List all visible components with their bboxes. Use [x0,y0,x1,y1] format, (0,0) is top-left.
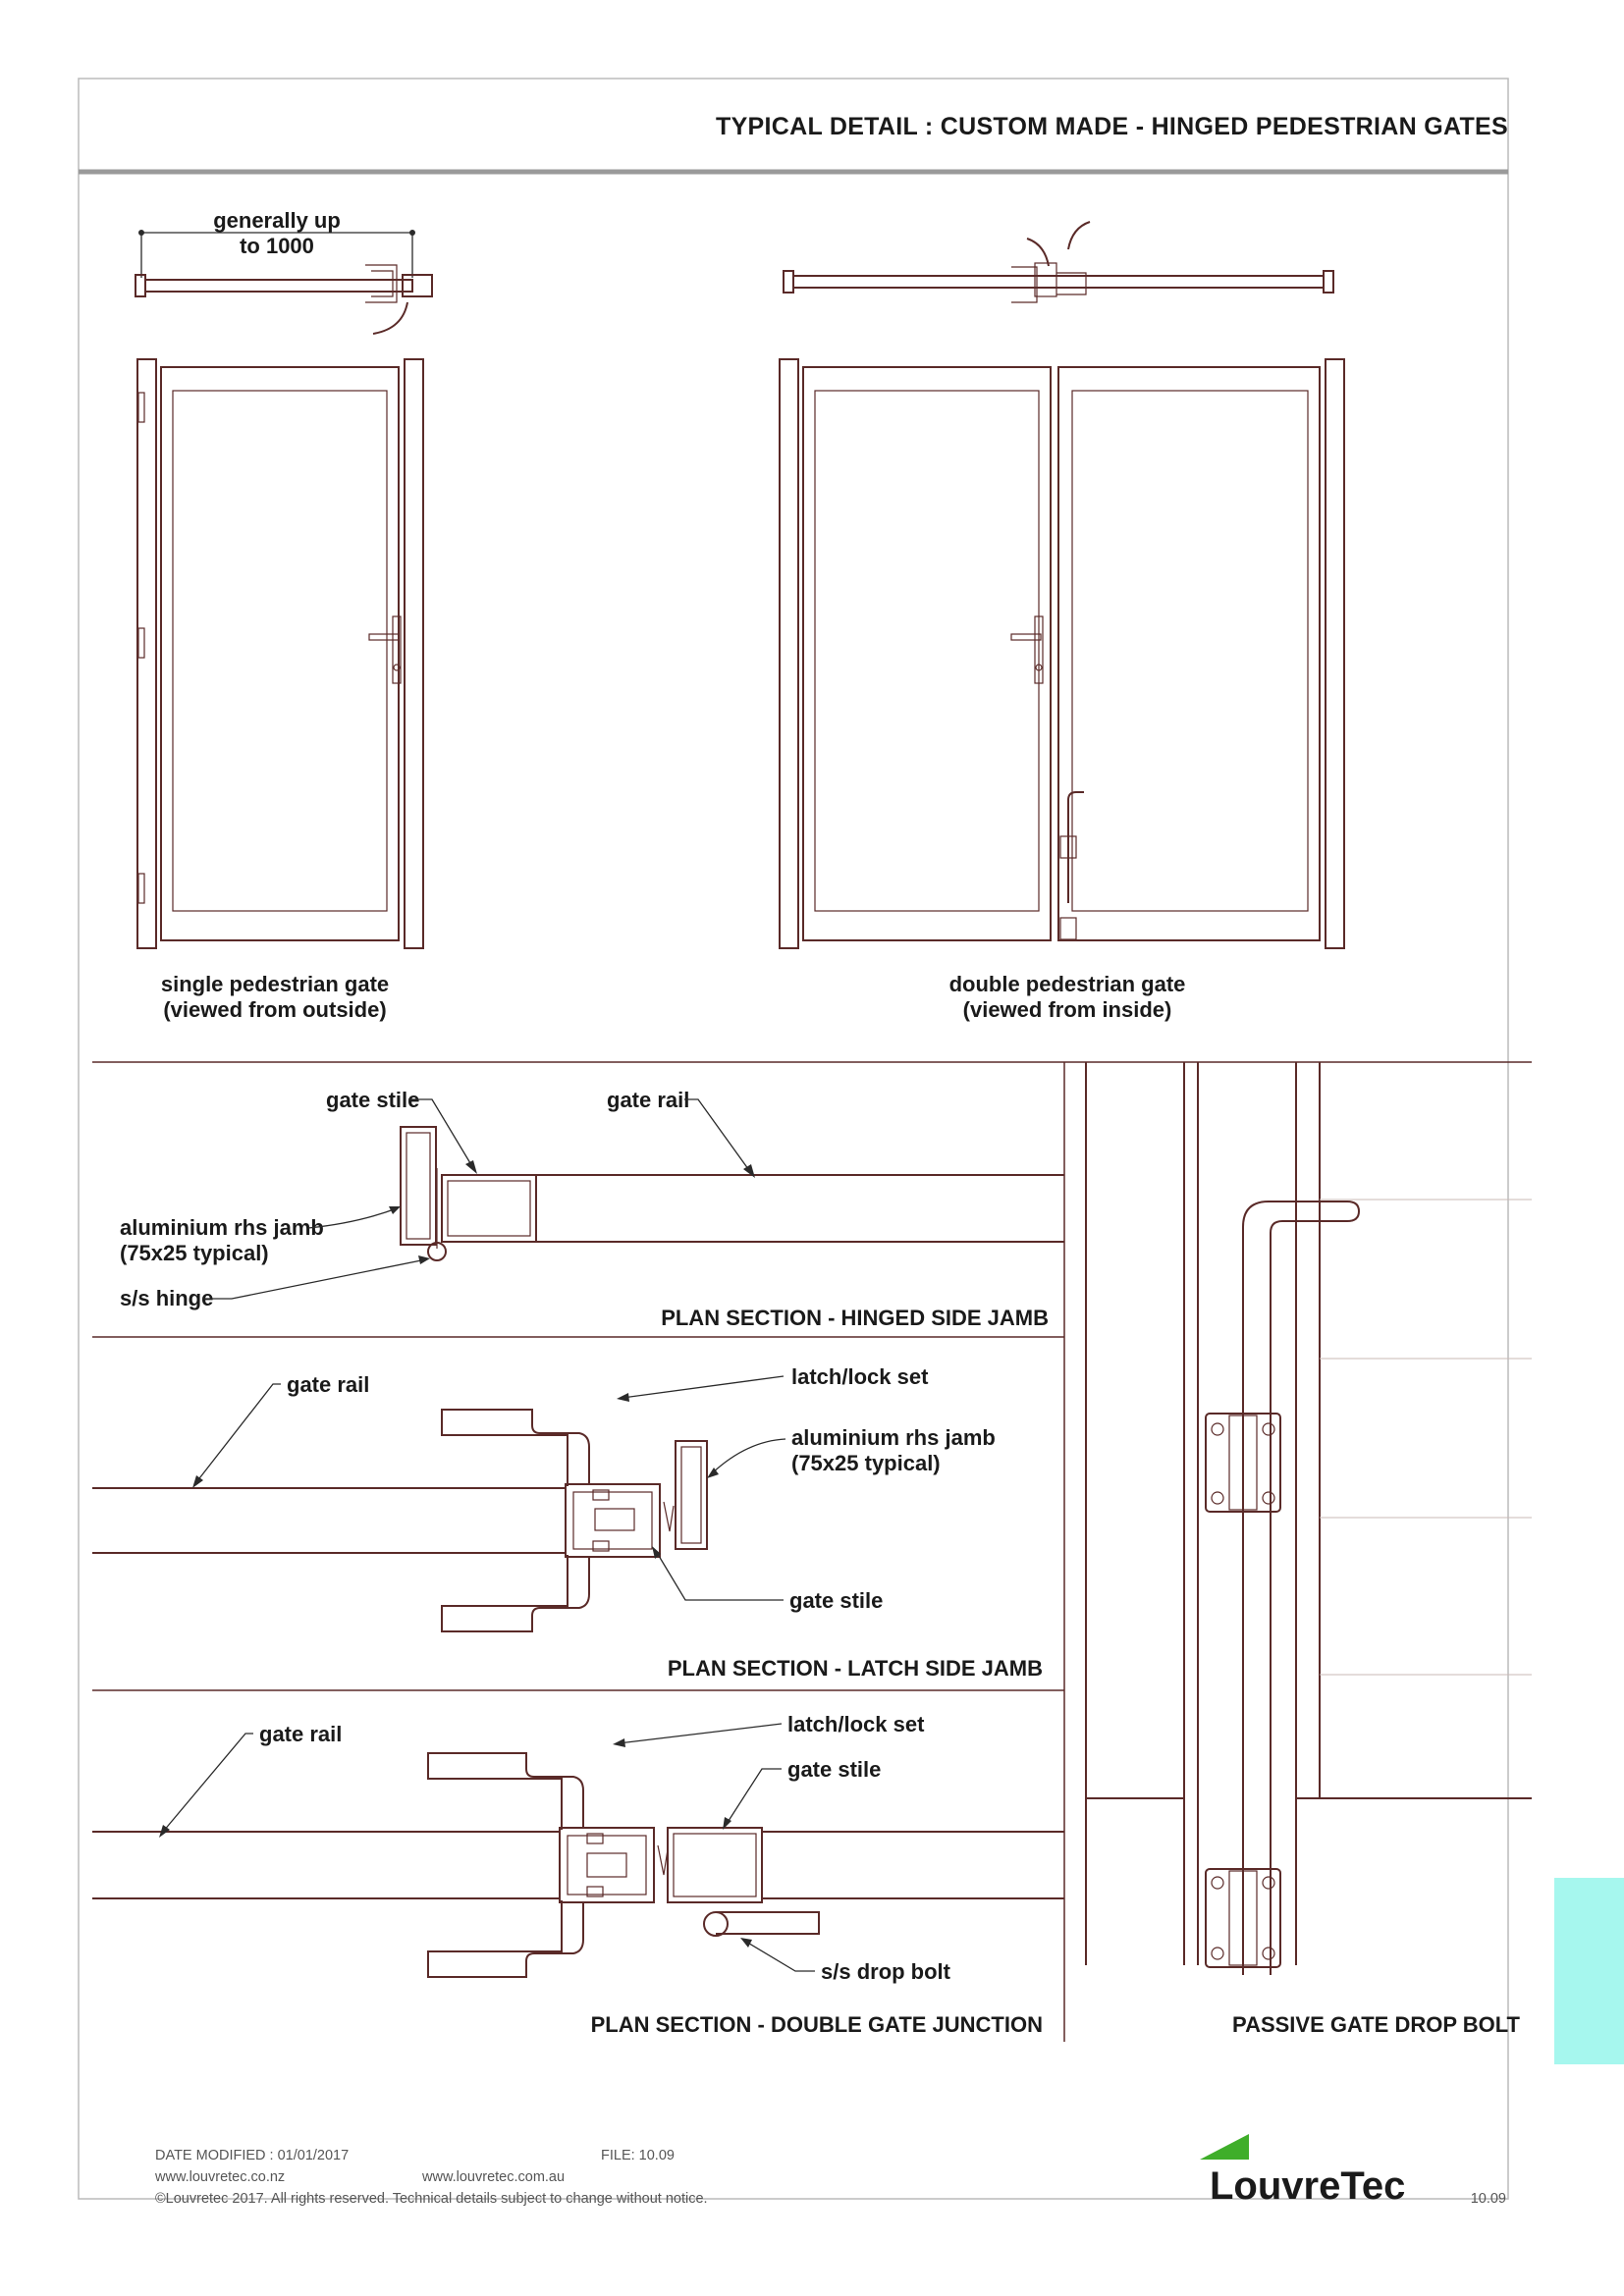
double-gate-plan [783,221,1334,303]
hinged-jamb-label-1: aluminium rhs jamb [120,1215,324,1240]
hinged-jamb-section: gate stile gate rail aluminium rhs jamb … [120,1088,1064,1330]
hinged-gate-stile-label: gate stile [326,1088,419,1112]
footer-url-nz: www.louvretec.co.nz [154,2169,285,2185]
junction-lockset-label: latch/lock set [787,1712,925,1736]
junction-section-title: PLAN SECTION - DOUBLE GATE JUNCTION [591,2012,1043,2037]
double-gate-caption-1: double pedestrian gate [949,972,1186,996]
page-title: TYPICAL DETAIL : CUSTOM MADE - HINGED PE… [716,113,1508,140]
dimension-line2: to 1000 [240,234,314,258]
latch-section-title: PLAN SECTION - LATCH SIDE JAMB [668,1656,1043,1681]
junction-drop-bolt-label: s/s drop bolt [821,1959,951,1984]
double-gate-caption-2: (viewed from inside) [963,997,1172,1022]
footer-copyright: ©Louvretec 2017. All rights reserved. Te… [155,2191,708,2207]
page-border [78,78,1509,2200]
latch-jamb-label-2: (75x25 typical) [791,1451,941,1475]
logo-wordmark: LouvreTec [1210,2164,1405,2208]
logo-green-mark [1200,2134,1249,2160]
hinged-jamb-label-2: (75x25 typical) [120,1241,269,1265]
double-junction-section: gate rail latch/lock set gate stile s/s … [92,1712,1064,2037]
single-gate-elevation: single pedestrian gate (viewed from outs… [136,358,424,1022]
hinged-gate-rail-label: gate rail [607,1088,689,1112]
latch-jamb-label-1: aluminium rhs jamb [791,1425,996,1450]
dimension-line1: generally up [213,208,341,233]
footer: DATE MODIFIED : 01/01/2017 FILE: 10.09 w… [154,2134,1506,2208]
footer-url-au: www.louvretec.com.au [421,2169,565,2185]
hinged-hinge-label: s/s hinge [120,1286,213,1310]
latch-jamb-section: gate rail latch/lock set aluminium rhs j… [92,1364,1043,1681]
footer-date: DATE MODIFIED : 01/01/2017 [155,2148,349,2163]
section-tab [1554,1878,1624,2064]
single-gate-caption-2: (viewed from outside) [163,997,386,1022]
footer-page-number: 10.09 [1471,2191,1506,2207]
single-gate-plan: generally up to 1000 [135,208,433,335]
latch-gate-rail-label: gate rail [287,1372,369,1397]
junction-gate-stile-label: gate stile [787,1757,881,1782]
louvretec-logo: LouvreTec [1200,2134,1405,2208]
latch-lockset-label: latch/lock set [791,1364,929,1389]
footer-file: FILE: 10.09 [601,2148,675,2163]
single-gate-caption-1: single pedestrian gate [161,972,389,996]
double-gate-elevation: double pedestrian gate (viewed from insi… [779,358,1345,1022]
section-frame [92,1061,1532,2042]
drop-bolt-elevation: PASSIVE GATE DROP BOLT [1085,1062,1532,2037]
hinged-section-title: PLAN SECTION - HINGED SIDE JAMB [661,1306,1049,1330]
junction-gate-rail-label: gate rail [259,1722,342,1746]
latch-gate-stile-label: gate stile [789,1588,883,1613]
drop-bolt-title: PASSIVE GATE DROP BOLT [1232,2012,1521,2037]
